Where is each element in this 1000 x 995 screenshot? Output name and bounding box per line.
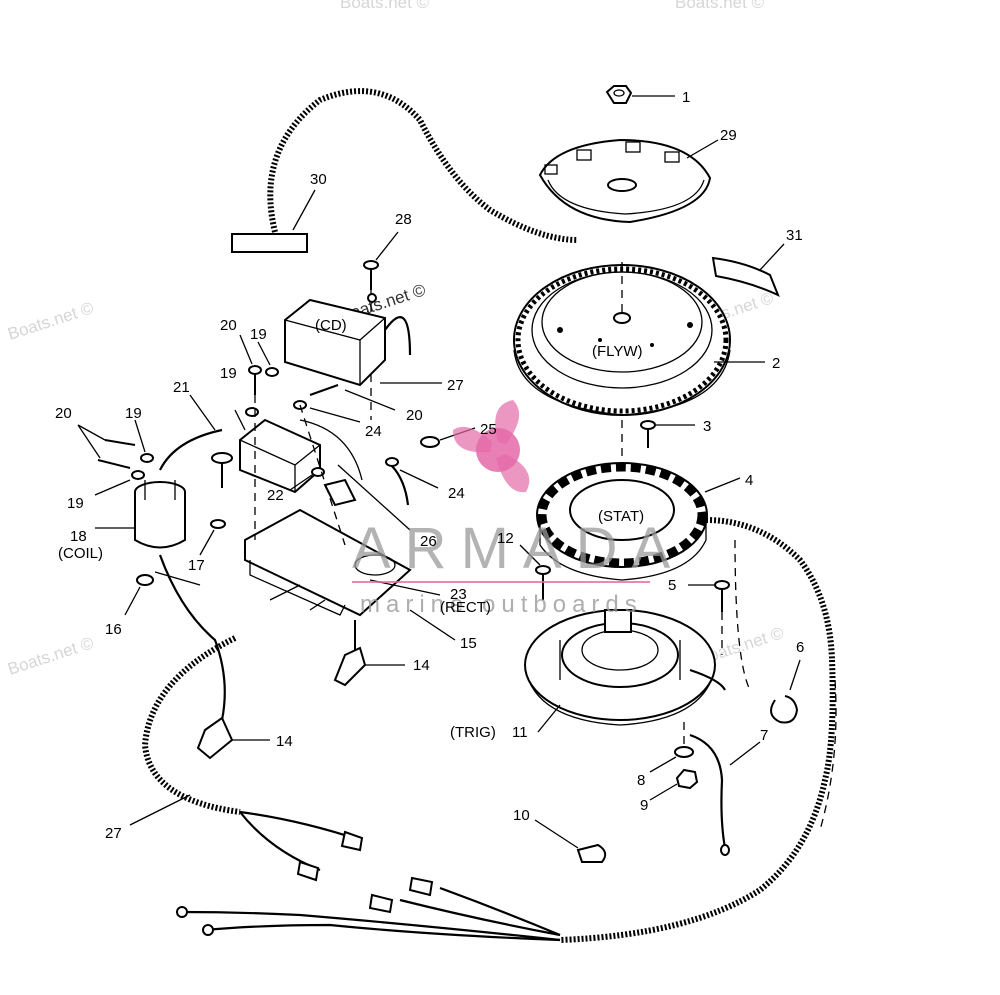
callout-25: 25 — [480, 421, 497, 438]
callout-26: 26 — [420, 533, 437, 550]
part-16-nut — [124, 574, 154, 616]
callout-18-coil: 18 — [70, 528, 87, 545]
part-31-key — [711, 243, 785, 297]
callout-3: 3 — [703, 418, 711, 435]
callout-14-left: 14 — [276, 733, 293, 750]
callout-27-bottom: 27 — [105, 825, 122, 842]
part-29-flywheel-cover — [538, 138, 719, 224]
armada-sub-text: marine outboards — [360, 591, 643, 618]
component-tags: (FLYW) (STAT) (CD) (COIL) (RECT) (TRIG) — [58, 317, 644, 741]
part-23-mounting-plate — [244, 508, 441, 617]
callout-28: 28 — [395, 211, 412, 228]
tag-cd-module: (CD) — [315, 317, 347, 334]
part-7-lead — [689, 733, 761, 856]
part-21-bolt — [159, 394, 233, 488]
cd-module — [284, 293, 442, 387]
callout-15: 15 — [460, 635, 477, 652]
callout-30: 30 — [310, 171, 327, 188]
callout-20-c: 20 — [406, 407, 423, 424]
callout-21: 21 — [173, 379, 190, 396]
part-8-washer — [649, 746, 694, 773]
callout-24-b: 24 — [448, 485, 465, 502]
callout-labels: 1 29 31 2 3 4 5 6 7 8 9 10 11 12 14 14 1… — [55, 89, 804, 842]
callout-7: 7 — [760, 727, 768, 744]
callout-9: 9 — [640, 797, 648, 814]
part-14-boot-center — [333, 620, 405, 687]
part-17-washer — [199, 519, 226, 556]
part-6-clip — [770, 659, 801, 724]
callout-24-a: 24 — [365, 423, 382, 440]
tag-rectifier: (RECT) — [440, 599, 491, 616]
callout-23: 23 — [450, 586, 467, 603]
callout-19-c: 19 — [220, 365, 237, 382]
part-11-trigger — [524, 609, 726, 733]
callout-6: 6 — [796, 639, 804, 656]
callout-29: 29 — [720, 127, 737, 144]
part-19-washers-center — [245, 341, 279, 417]
tag-flywheel: (FLYW) — [592, 343, 643, 360]
callout-2: 2 — [772, 355, 780, 372]
part-19-washers-left — [94, 419, 154, 496]
part-5-screw — [688, 580, 730, 655]
part-4-stator — [536, 462, 835, 661]
part-20-screw-center — [239, 334, 262, 395]
part-27-wire-harness — [129, 635, 836, 943]
propeller-icon — [453, 400, 530, 493]
watermark-text: Boats.net © — [675, 0, 765, 12]
part-9-nut — [649, 768, 699, 801]
part-12-screw — [519, 544, 551, 600]
callout-10: 10 — [513, 807, 530, 824]
tag-stator: (STAT) — [598, 508, 644, 525]
callout-27-top: 27 — [447, 377, 464, 394]
part-2-flywheel — [513, 262, 765, 416]
part-28-screw — [363, 231, 399, 420]
armada-logo: ARMADA marine outboards — [352, 400, 684, 618]
callout-31: 31 — [786, 227, 803, 244]
callout-22: 22 — [267, 487, 284, 504]
callout-19-a: 19 — [125, 405, 142, 422]
callout-8: 8 — [637, 772, 645, 789]
callout-11: 11 — [512, 724, 528, 741]
part-20-screws-left — [77, 424, 136, 469]
part-18-ignition-coil — [95, 480, 186, 549]
tag-coil: (COIL) — [58, 545, 103, 562]
stator-wire-dash — [734, 539, 751, 691]
harness-dash — [819, 679, 837, 831]
part-30-harness-plug — [231, 88, 579, 253]
part-20-screw-right — [309, 384, 396, 411]
callout-20-a: 20 — [55, 405, 72, 422]
part-26-diode — [323, 464, 411, 531]
watermark-text: Boats.net © — [5, 298, 96, 344]
watermark-text: Boats.net © — [5, 633, 96, 679]
callout-1: 1 — [682, 89, 690, 106]
callout-19-d: 19 — [250, 326, 267, 343]
part-3-screw — [640, 420, 695, 448]
callout-16: 16 — [105, 621, 122, 638]
callout-12: 12 — [497, 530, 514, 547]
part-rect-box — [234, 409, 363, 494]
part-10-clamp — [534, 819, 607, 863]
watermark-text: Boats.net © — [340, 0, 430, 12]
callout-19-b: 19 — [67, 495, 84, 512]
callout-5: 5 — [668, 577, 676, 594]
part-1-nut — [605, 85, 675, 104]
part-14-boot-left — [158, 554, 270, 760]
tag-trigger: (TRIG) — [450, 724, 496, 741]
part-22-terminal — [289, 467, 325, 491]
callout-20-b: 20 — [220, 317, 237, 334]
callout-4: 4 — [745, 472, 753, 489]
callout-14-center: 14 — [413, 657, 430, 674]
armada-brand-text: ARMADA — [352, 516, 684, 581]
part-15-leader — [409, 609, 456, 641]
callout-17: 17 — [188, 557, 205, 574]
